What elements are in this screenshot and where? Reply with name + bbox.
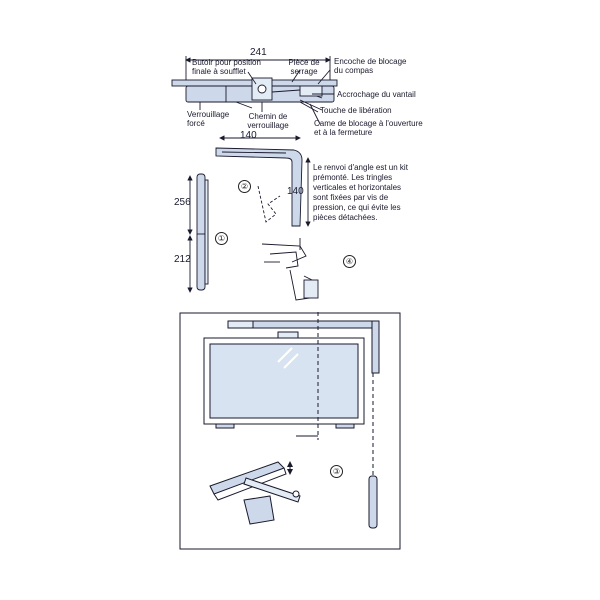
label-came: Came de blocage à l'ouverture et à la fe…: [314, 119, 423, 137]
scissor-mechanism: [171, 56, 338, 125]
label-chemin: Chemin de verrouillage: [247, 112, 289, 130]
callout-4: ④: [343, 255, 356, 268]
callout-1: ①: [215, 232, 228, 245]
dimension-corner-horizontal: 140: [240, 130, 257, 141]
hinge-icon: [261, 238, 319, 301]
dimension-rod-upper: 256: [174, 197, 191, 208]
callout-3: ③: [330, 465, 343, 478]
corner-drive-icon: [215, 135, 311, 227]
label-butoir: Butoir pour position finale à soufflet: [192, 58, 261, 76]
label-piece-serrage: Pièce de serrage: [288, 58, 320, 76]
label-encoche: Encoche de blocage du compas: [334, 57, 407, 75]
label-accrochage: Accrochage du vantail: [337, 90, 416, 99]
window-frame-icon: [179, 312, 401, 550]
dimension-rod-lower: 212: [174, 254, 191, 265]
label-verrouillage: Verrouillage forcé: [187, 110, 230, 128]
dimension-top-length: 241: [250, 47, 267, 58]
dimension-corner-vertical: 140: [287, 186, 304, 197]
label-touche: Touche de libération: [320, 106, 392, 115]
kit-description-note: Le renvoi d'angle est un kit prémonté. L…: [313, 163, 408, 222]
callout-2: ②: [238, 180, 251, 193]
rod-icon: [187, 173, 209, 293]
